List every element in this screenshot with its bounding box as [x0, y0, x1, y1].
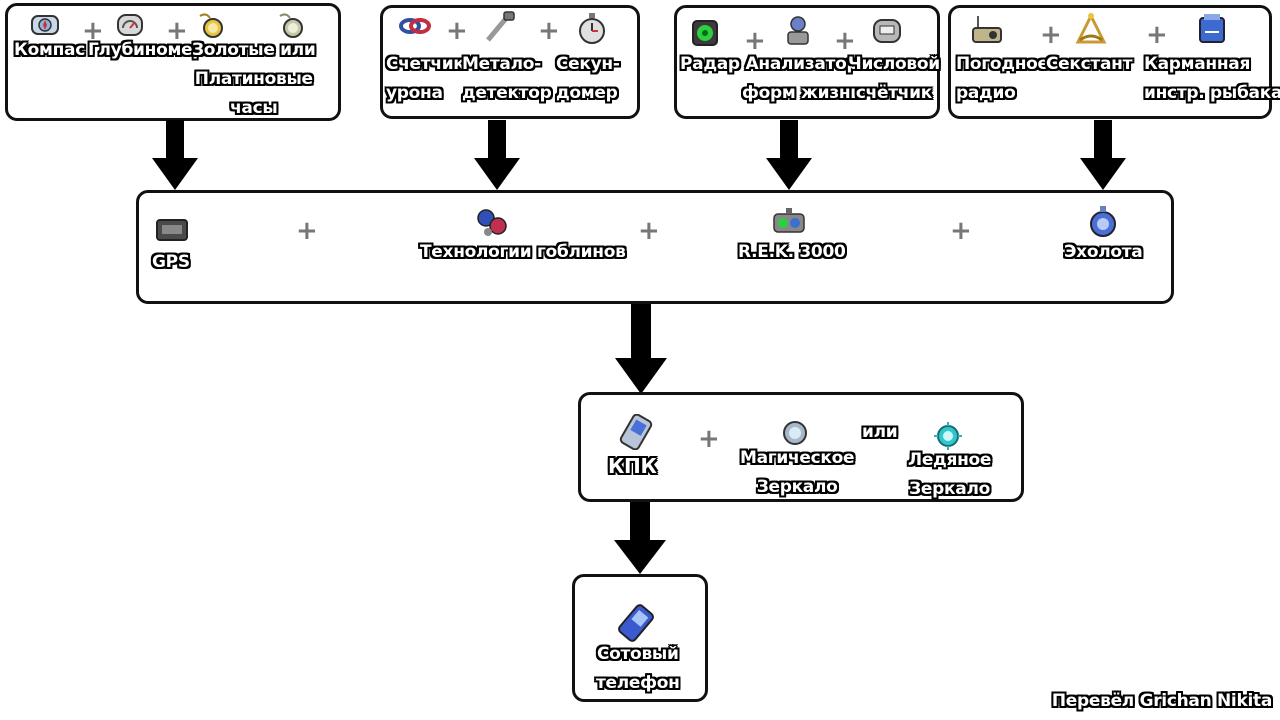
group-box-final	[572, 574, 708, 702]
sextant-icon	[1075, 12, 1107, 44]
arrow-down	[614, 502, 666, 574]
plus-sign: +	[446, 16, 468, 46]
item-label-fishermans-guide: Карманная инстр. рыбака	[1144, 54, 1280, 103]
item-label-compass: Компас	[14, 40, 85, 60]
gps-icon	[156, 219, 188, 241]
pda-icon	[619, 414, 653, 450]
arrow-down	[615, 304, 667, 394]
item-label-watch: Золотые или Платиновые часы	[192, 40, 316, 118]
item-label-fish-finder: Эхолота	[1064, 242, 1143, 262]
compass-icon	[31, 15, 59, 35]
or-label: или	[862, 422, 898, 442]
dps-meter-icon	[399, 18, 431, 34]
arrow-down	[474, 120, 520, 190]
metal-detector-icon	[486, 11, 515, 42]
gold-watch-icon	[199, 13, 223, 38]
translator-credit: Перевёл Grichan Nikita	[1051, 691, 1272, 711]
item-label-weather-radio: Погодное радио	[956, 54, 1049, 103]
item-label-rek-3000: R.E.K. 3000	[738, 242, 846, 262]
arrow-down	[766, 120, 812, 190]
fishermans-guide-icon	[1199, 14, 1225, 43]
item-label-depth-meter: Глубиномер	[88, 40, 205, 60]
item-label-sextant: Секстант	[1046, 54, 1133, 74]
group-box-pda	[578, 392, 1024, 502]
fish-finder-icon	[1090, 206, 1116, 237]
plus-sign: +	[296, 216, 318, 246]
plus-sign: +	[1040, 20, 1062, 50]
plus-sign: +	[166, 16, 188, 46]
plus-sign: +	[1146, 20, 1168, 50]
tally-counter-icon	[873, 19, 901, 43]
item-label-ice-mirror: Ледяное Зеркало	[908, 450, 992, 499]
arrow-down	[1080, 120, 1126, 190]
item-label-gps: GPS	[152, 252, 190, 272]
item-label-pda: КПК	[608, 454, 657, 478]
item-label-dps-meter: Счетчик урона	[386, 54, 465, 103]
magic-mirror-icon	[783, 421, 807, 445]
item-label-lifeform-analyzer: Анализатор форм жизни	[742, 54, 862, 103]
plus-sign: +	[744, 26, 766, 56]
item-label-tally-counter: Числовой счётчик	[848, 54, 940, 103]
item-label-magic-mirror: Магическое Зеркало	[740, 448, 855, 497]
stopwatch-icon	[579, 13, 605, 44]
platinum-watch-icon	[279, 13, 303, 38]
plus-sign: +	[538, 16, 560, 46]
item-label-radar: Радар	[680, 54, 740, 74]
plus-sign: +	[698, 424, 720, 454]
item-label-metal-detector: Метало- детектор	[462, 54, 552, 103]
plus-sign: +	[950, 216, 972, 246]
weather-radio-icon	[972, 16, 1002, 43]
plus-sign: +	[834, 26, 856, 56]
group-box-middle	[136, 190, 1174, 304]
depth-meter-icon	[117, 14, 143, 36]
plus-sign: +	[82, 16, 104, 46]
lifeform-analyzer-icon	[787, 16, 809, 45]
rek-3000-icon	[773, 208, 805, 233]
ice-mirror-icon	[934, 422, 962, 450]
item-label-goblin-tech: Технологии гоблинов	[420, 242, 626, 262]
goblin-tech-icon	[477, 209, 507, 236]
item-label-stopwatch: Секун- домер	[556, 54, 620, 103]
radar-icon	[692, 20, 718, 46]
item-label-cell-phone: Сотовый телефон	[596, 644, 680, 693]
cell-phone-icon	[618, 604, 654, 642]
arrow-down	[152, 120, 198, 190]
plus-sign: +	[638, 216, 660, 246]
